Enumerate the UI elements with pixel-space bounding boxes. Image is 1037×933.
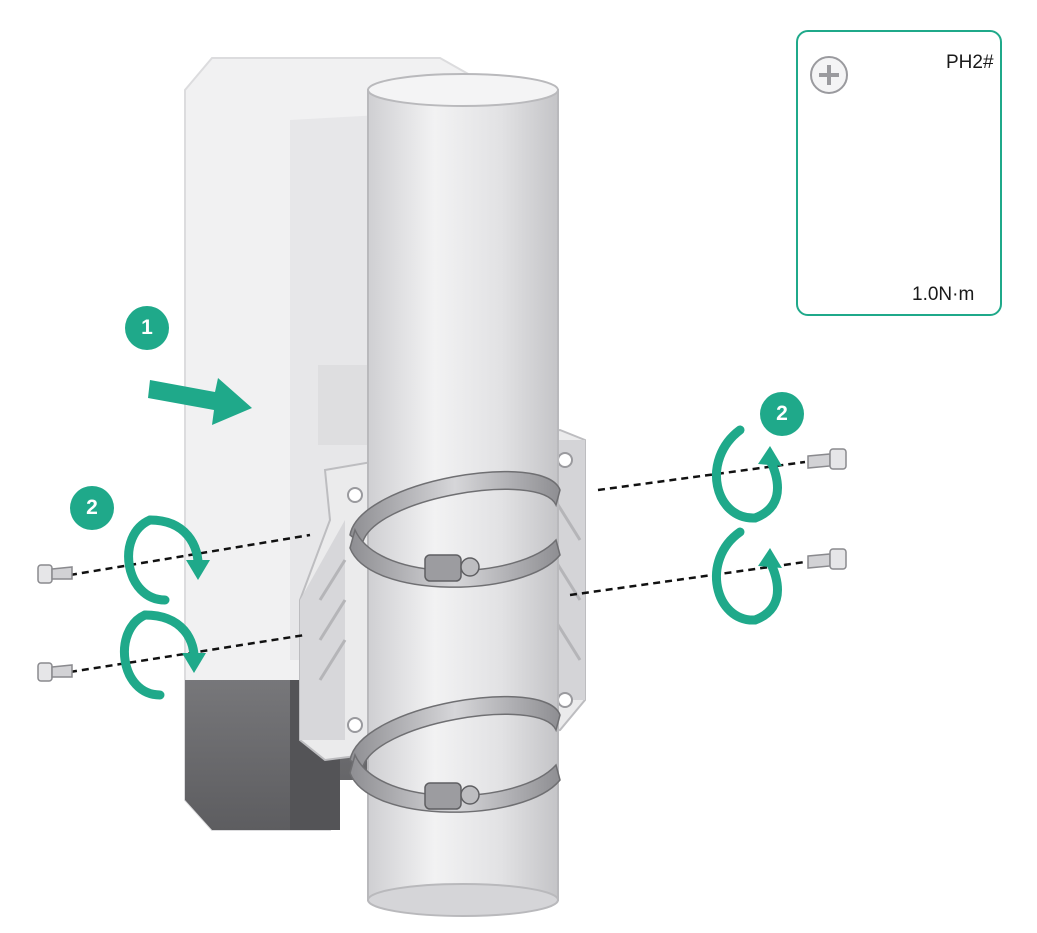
move-device-arrow: [148, 378, 252, 425]
screw-right-upper: [807, 448, 847, 470]
screwdriver-bit-label: PH2#: [946, 52, 994, 73]
screw-left-upper: [37, 564, 73, 584]
hose-clamp-upper: [349, 470, 561, 588]
step-1-callout: 1: [125, 306, 169, 350]
bracket-hole: [557, 452, 573, 468]
rotate-arrow-left-lower: [119, 610, 206, 700]
clamp-screw-housing: [424, 782, 462, 810]
step-2-callout-left: 2: [70, 486, 114, 530]
step-2-callout-right: 2: [760, 392, 804, 436]
screw-right-lower: [807, 548, 847, 570]
bracket-hole: [347, 487, 363, 503]
clamp-screw-housing: [424, 554, 462, 582]
phillips-screwdriver-icon: [810, 56, 848, 94]
screw-left-lower: [37, 662, 73, 682]
rotate-arrow-left-upper: [124, 515, 210, 605]
rotate-arrow-right-upper: [712, 425, 782, 523]
bracket-hole: [347, 717, 363, 733]
bracket-hole: [557, 692, 573, 708]
rotate-arrow-right-lower: [712, 527, 782, 625]
torque-label: 1.0N·m: [912, 284, 975, 305]
hose-clamp-lower: [349, 695, 561, 813]
